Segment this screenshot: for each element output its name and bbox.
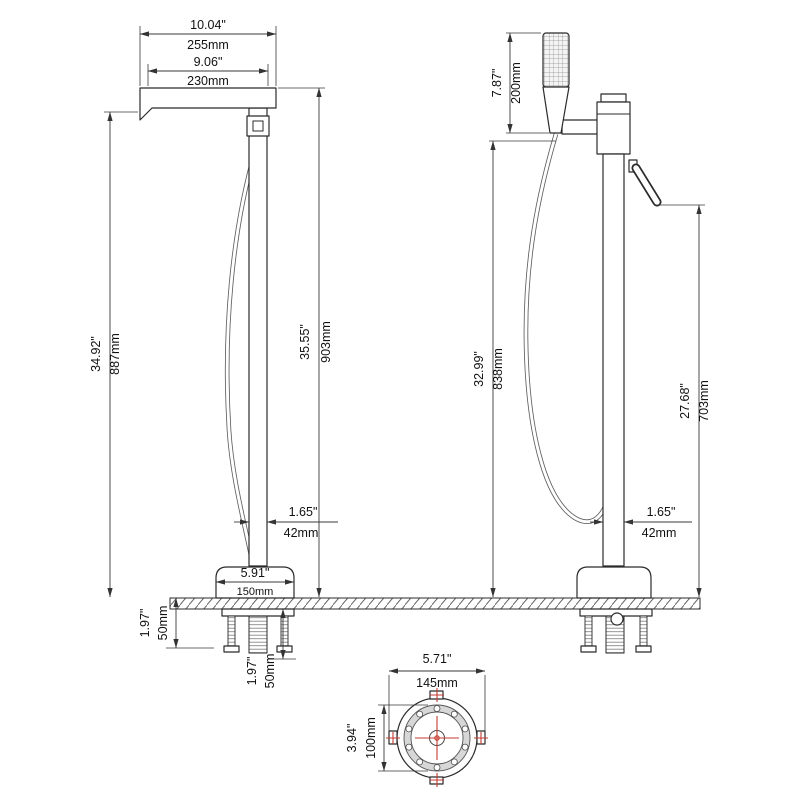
lever-handle — [633, 165, 660, 205]
threaded-rod-right — [280, 615, 289, 647]
base-width-front-in: 5.91" — [241, 566, 270, 580]
dim-base-depth-top: 3.94" 100mm — [345, 704, 428, 772]
nut-left — [223, 645, 240, 653]
dim-below-floor-depth: 1.97" 50mm — [245, 608, 296, 689]
floor-depth-mm: 50mm — [156, 606, 170, 641]
spout-reach-mm: 230mm — [187, 74, 229, 88]
floor-depth-in: 1.97" — [138, 609, 152, 638]
handle-height-mm: 703mm — [697, 380, 711, 422]
floor-hatch-band — [169, 597, 701, 610]
hose-front — [225, 147, 258, 566]
dim-base-width-top: 5.71" 145mm — [388, 652, 486, 731]
handle-height-in: 27.68" — [678, 383, 692, 419]
bolt-holes — [405, 705, 469, 771]
overall-width-in: 10.04" — [190, 18, 226, 32]
height-to-spout-in: 35.55" — [298, 324, 312, 360]
handshower-length-in: 7.87" — [490, 69, 504, 98]
base-depth-top-mm: 100mm — [364, 717, 378, 759]
riser-column-side — [602, 153, 625, 567]
height-overall-front-mm: 887mm — [108, 333, 122, 375]
base-depth-top-in: 3.94" — [345, 724, 359, 753]
handshower-length-mm: 200mm — [509, 62, 523, 104]
handshower-head — [542, 32, 570, 88]
dim-height-overall-front: 34.92" 887mm — [89, 111, 138, 598]
nut-right — [276, 645, 293, 653]
threaded-rod-left-side — [584, 615, 593, 647]
base-width-top-in: 5.71" — [423, 652, 452, 666]
center-crosshair — [386, 688, 488, 787]
front-view-faucet — [139, 87, 295, 654]
union-nut-circle — [610, 612, 624, 626]
base-side — [576, 566, 652, 599]
base-width-front-mm: 150mm — [237, 586, 274, 598]
handshower-handle — [542, 86, 570, 134]
dim-handle-height: 27.68" 703mm — [656, 204, 711, 598]
dim-handshower-length: 7.87" 200mm — [490, 32, 549, 134]
dim-overall-width: 10.04" 255mm — [139, 18, 277, 86]
overall-width-mm: 255mm — [187, 38, 229, 52]
threaded-rod-right-side — [639, 615, 648, 647]
nut-left-side — [580, 645, 597, 653]
side-view-faucet — [523, 32, 662, 654]
column-width-side-in: 1.65" — [647, 505, 676, 519]
handshower-holder — [561, 119, 601, 135]
column-width-front-mm: 42mm — [284, 526, 319, 540]
column-top-cap — [600, 93, 627, 103]
top-view-base — [386, 688, 488, 787]
spout-reach-in: 9.06" — [194, 55, 223, 69]
floor-section — [169, 597, 701, 610]
threaded-rod-left — [227, 615, 236, 647]
column-width-front-in: 1.65" — [289, 505, 318, 519]
dim-column-width-front: 1.65" 42mm — [234, 505, 338, 540]
diverter-detail — [252, 120, 264, 132]
valve-body — [596, 101, 631, 155]
dim-height-to-spout: 35.55" 903mm — [278, 87, 333, 598]
riser-column-front — [248, 107, 268, 567]
dim-height-overall-side: 32.99" 838mm — [472, 140, 556, 598]
below-floor-depth-in: 1.97" — [245, 657, 259, 686]
dim-base-width-front: 5.91" 150mm — [215, 566, 295, 598]
column-width-side-mm: 42mm — [642, 526, 677, 540]
height-overall-front-in: 34.92" — [89, 336, 103, 372]
base-width-top-mm: 145mm — [416, 676, 458, 690]
dim-column-width-side: 1.65" 42mm — [590, 505, 692, 540]
below-floor-depth-mm: 50mm — [263, 654, 277, 689]
diverter-block — [246, 115, 270, 137]
height-to-spout-mm: 903mm — [319, 321, 333, 363]
dim-spout-reach: 9.06" 230mm — [147, 55, 269, 88]
height-overall-side-mm: 838mm — [491, 348, 505, 390]
height-overall-side-in: 32.99" — [472, 351, 486, 387]
nut-right-side — [635, 645, 652, 653]
waterfall-spout — [139, 87, 277, 121]
mounting-flange-front — [221, 608, 295, 617]
dim-floor-depth: 1.97" 50mm — [138, 597, 214, 649]
